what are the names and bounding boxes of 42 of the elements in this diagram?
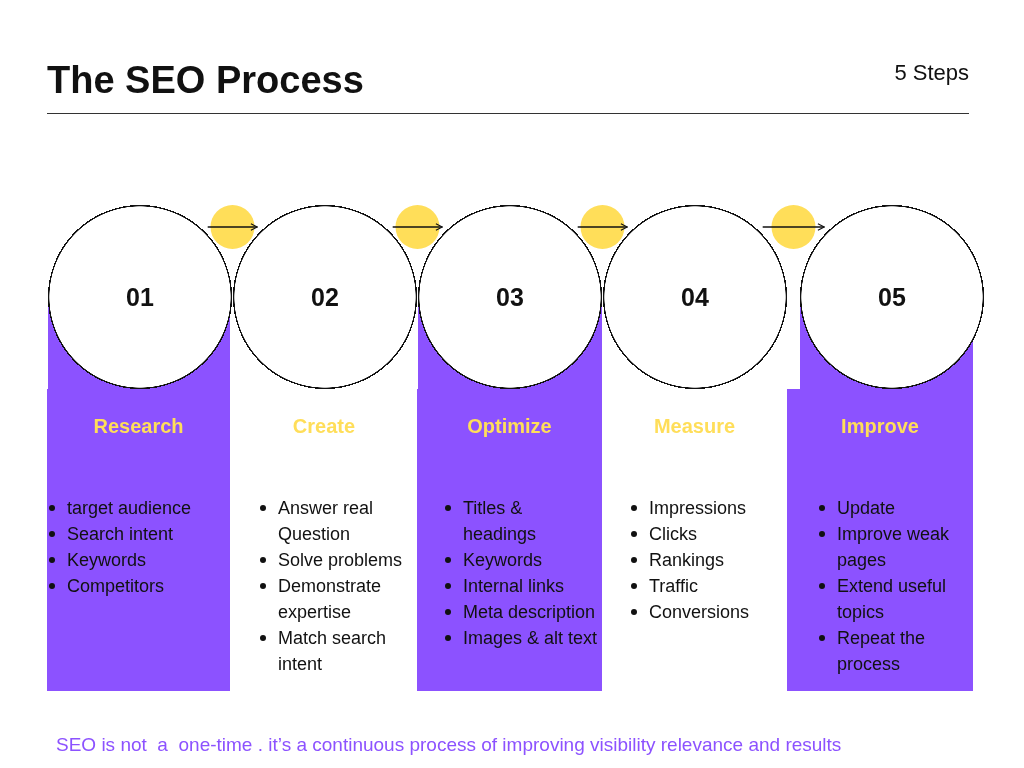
arrow — [206, 223, 259, 231]
title: The SEO Process — [47, 58, 364, 102]
bullet-item: Clicks — [649, 523, 697, 546]
caption: SEO is not a one-time . it’s a continuous process of improving visibility relevance and results — [56, 734, 842, 756]
bullet-item: target audience — [67, 497, 192, 520]
bullet-item: Repeat the process — [837, 627, 927, 676]
bullet-item: Impressions — [649, 497, 747, 520]
arrow — [391, 223, 444, 231]
step-heading: Improve — [840, 415, 920, 438]
step-number: 04 — [681, 282, 709, 312]
bullet-item: Update — [837, 497, 896, 520]
bullet-item: Solve problems — [278, 549, 403, 572]
bullet-item: Demonstrate expertise — [278, 575, 383, 624]
step-column — [417, 389, 602, 691]
step-heading: Measure — [652, 415, 737, 438]
bullet-item: Keywords — [463, 549, 543, 572]
arrow — [576, 223, 629, 231]
bullet-item: Competitors — [67, 575, 165, 598]
step-heading: Research — [92, 415, 185, 438]
step-number: 03 — [496, 282, 524, 312]
bullet-item: Titles & headings — [463, 497, 538, 546]
bullet-item: Extend useful topics — [837, 575, 948, 624]
bullet-item: Improve weak pages — [837, 523, 951, 572]
bullet-item: Search intent — [67, 523, 174, 546]
bullet-item: Conversions — [649, 601, 750, 624]
step-heading: Create — [291, 415, 357, 438]
step-number: 01 — [126, 282, 154, 312]
bullet-item: Rankings — [649, 549, 725, 572]
bullet-item: Keywords — [67, 549, 147, 572]
step-column — [787, 389, 973, 691]
step-number: 05 — [878, 282, 906, 312]
step-count: 5 Steps — [894, 60, 969, 86]
bullet-item: Answer real Question — [278, 497, 375, 546]
step-number: 02 — [311, 282, 339, 312]
arrow — [761, 223, 826, 231]
step-heading: Optimize — [466, 415, 553, 438]
bullet-item: Match search intent — [278, 627, 388, 676]
bullet-item: Images & alt text — [463, 627, 598, 650]
bullet-item: Internal links — [463, 575, 565, 598]
bullet-item: Meta description — [463, 601, 596, 624]
step-column — [47, 389, 230, 691]
bullet-item: Traffic — [649, 575, 698, 598]
